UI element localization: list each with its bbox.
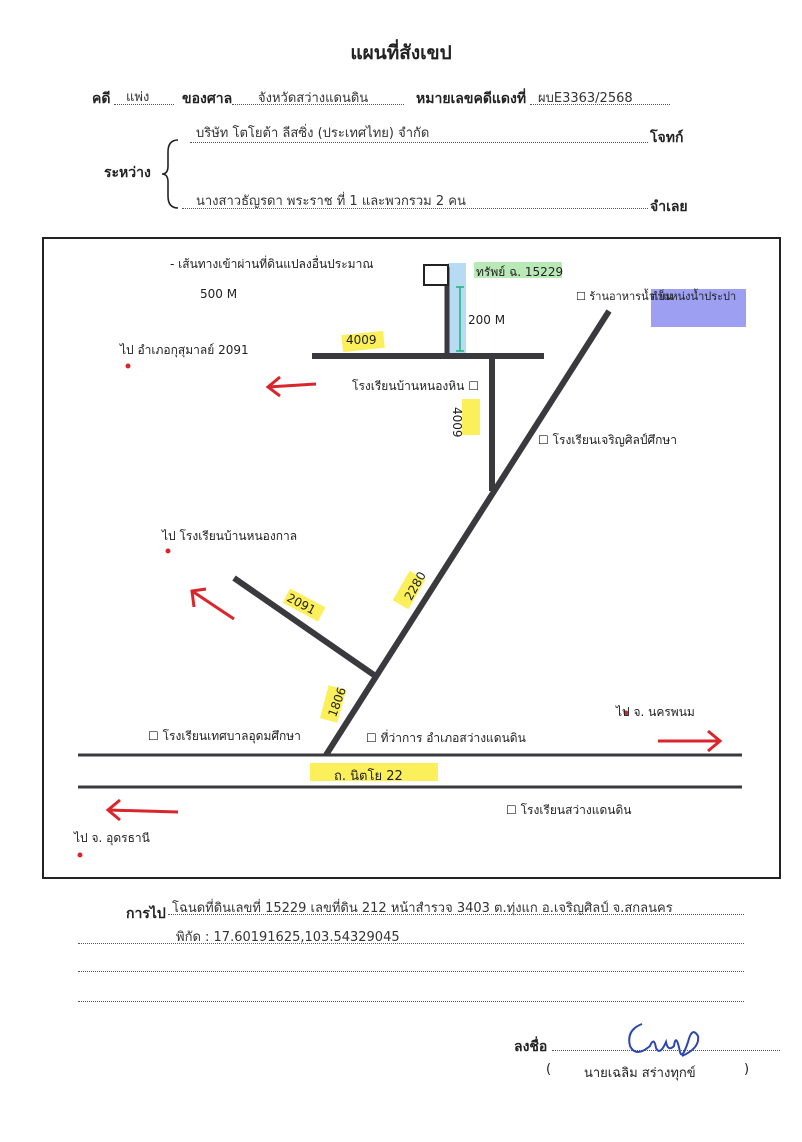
case-type-line — [114, 104, 174, 105]
plaintiff-line — [190, 142, 648, 143]
route-dotline-2 — [78, 943, 744, 944]
landmark-water: ตำแหน่งน้ำประปา — [650, 290, 737, 303]
arrow-left-top — [265, 375, 317, 398]
route-label: การไป — [126, 906, 166, 922]
highlight-2091 — [282, 588, 326, 622]
highlight-1806 — [319, 685, 347, 723]
school-udom: ☐ โรงเรียนเทศบาลอุดมศึกษา — [148, 729, 301, 743]
court-name: จังหวัดสว่างแดนดิน — [258, 91, 369, 106]
blue-area — [651, 289, 746, 327]
arrow-right — [658, 729, 723, 753]
open-paren: ( — [546, 1062, 552, 1077]
highlight-2280 — [392, 570, 426, 610]
sign-label: ลงชื่อ — [514, 1039, 548, 1055]
between-label: ระหว่าง — [104, 165, 151, 181]
road-label-22: ถ. นิตโย 22 — [334, 769, 403, 784]
district-office: ☐ ที่ว่าการ อำเภอสว่างแดนดิน — [366, 731, 526, 745]
court-line — [232, 104, 404, 105]
road-2091 — [232, 575, 376, 678]
sketch-map: - เส้นทางเข้าผ่านที่ดินแปลงอื่นประมาณ 50… — [42, 237, 781, 879]
route-line2: พิกัด : 17.60191625,103.54329045 — [176, 930, 400, 945]
route-line1: โฉนดที่ดินเลขที่ 15229 เลขที่ดิน 212 หน้… — [172, 901, 673, 916]
arrow-left-bottom — [105, 798, 179, 822]
direction-kusuman: ไป อำเภอกุสุมาลย์ 2091 — [120, 343, 249, 357]
property-label: ทรัพย์ ฉ. 15229 — [476, 265, 564, 279]
property-marker — [423, 264, 449, 286]
school-charoensin: ☐ โรงเรียนเจริญศิลป์ศึกษา — [538, 433, 678, 447]
page-title: แผนที่สังเขป — [350, 42, 452, 64]
red-no-label: หมายเลขคดีแดงที่ — [416, 91, 527, 107]
school-nonghin: โรงเรียนบ้านหนองหิน ☐ — [352, 379, 479, 393]
arrow-up-left — [190, 587, 235, 621]
route-dotline-4 — [78, 1001, 744, 1002]
road-label-4009-b: 4009 — [450, 407, 464, 438]
highlight-4009-a — [341, 330, 385, 353]
distance-label: 200 M — [468, 313, 506, 327]
sign-line — [552, 1050, 780, 1051]
case-type: แพ่ง — [126, 90, 150, 105]
defendant-name: นางสาวธัญรดา พระราช ที่ 1 และพวกรวม 2 คน — [196, 194, 466, 209]
signature-scribble — [628, 1023, 700, 1057]
road-label-4009-a: 4009 — [346, 333, 377, 347]
plaintiff-role: โจทก์ — [650, 130, 684, 146]
property-strip — [448, 263, 466, 357]
direction-nongkan: ไป โรงเรียนบ้านหนองกาล — [162, 529, 298, 543]
direction-udon: ไป จ. อุดรธานี — [74, 831, 150, 845]
signer-name: นายเฉลิม สร่างทุกข์ — [584, 1066, 696, 1081]
note-line2: 500 M — [200, 287, 238, 301]
school-sawangdaendin: ☐ โรงเรียนสว่างแดนดิน — [506, 803, 632, 817]
curly-brace — [161, 139, 179, 209]
highlight-road-22 — [310, 763, 438, 781]
map-drawing — [77, 262, 746, 858]
case-label: คดี — [92, 91, 111, 107]
court-label: ของศาล — [182, 91, 233, 107]
landmark-restaurant: ☐ ร้านอาหารน้ำเย็น — [576, 290, 673, 303]
highlight-4009-b — [462, 399, 480, 435]
note-line1: - เส้นทางเข้าผ่านที่ดินแปลงอื่นประมาณ — [170, 257, 374, 271]
red-no-line — [530, 104, 670, 105]
property-label-highlight — [474, 262, 562, 278]
road-2280 — [323, 309, 612, 757]
close-paren: ) — [744, 1062, 750, 1077]
red-no: ผบE3363/2568 — [538, 91, 633, 106]
defendant-role: จำเลย — [650, 199, 688, 215]
route-dotline-3 — [78, 971, 744, 972]
defendant-line — [182, 208, 648, 209]
direction-nakhonphanom: ไป จ. นครพนม — [616, 705, 695, 719]
route-dotline-1 — [168, 914, 744, 915]
plaintiff-name: บริษัท โตโยต้า ลีสซิ่ง (ประเทศไทย) จำกัด — [196, 126, 430, 141]
